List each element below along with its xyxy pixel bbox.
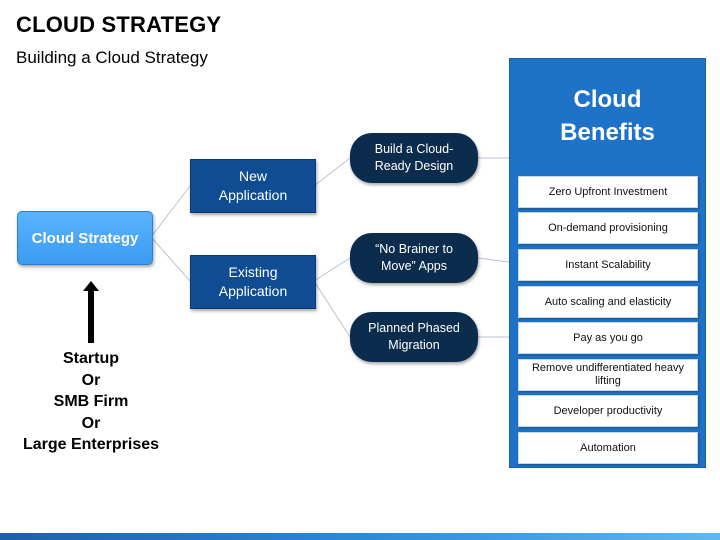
connector-existing-phased xyxy=(313,280,351,338)
page-subtitle: Building a Cloud Strategy xyxy=(16,48,208,67)
connector-new-build xyxy=(313,157,351,187)
existing-application-label: Existing Application xyxy=(218,264,288,299)
no-brainer-pill: “No Brainer to Move” Apps xyxy=(350,233,478,283)
cloud-strategy-box: Cloud Strategy xyxy=(17,211,153,265)
benefit-item: Instant Scalability xyxy=(518,249,698,281)
org-label: Startup xyxy=(63,350,119,367)
org-label: SMB Firm xyxy=(53,393,129,410)
benefit-item: Pay as you go xyxy=(518,322,698,354)
benefit-item: Remove undifferentiated heavy lifting xyxy=(518,359,698,391)
up-arrow-icon xyxy=(83,281,99,343)
org-connector: Or xyxy=(81,414,101,432)
benefit-item: Auto scaling and elasticity xyxy=(518,286,698,318)
existing-application-box: Existing Application xyxy=(190,255,316,309)
phased-migration-pill: Planned Phased Migration xyxy=(350,312,478,362)
org-connector: Or xyxy=(81,371,101,389)
benefit-item: Automation xyxy=(518,432,698,464)
page-title: CLOUD STRATEGY xyxy=(16,12,222,37)
cloud-benefits-panel: Cloud Benefits Zero Upfront Investment O… xyxy=(509,58,706,468)
panel-title: Cloud Benefits xyxy=(560,86,655,146)
org-label: Large Enterprises xyxy=(22,436,160,453)
build-cloud-ready-label: Build a Cloud- Ready Design xyxy=(374,142,454,173)
phased-migration-label: Planned Phased Migration xyxy=(368,321,460,352)
no-brainer-label: “No Brainer to Move” Apps xyxy=(375,242,453,273)
connector-existing-nobrainer xyxy=(313,257,351,282)
build-cloud-ready-pill: Build a Cloud- Ready Design xyxy=(350,133,478,183)
benefit-item: Zero Upfront Investment xyxy=(518,176,698,208)
benefit-item: Developer productivity xyxy=(518,395,698,427)
organization-types: Startup Or SMB Firm Or Large Enterprises xyxy=(10,348,172,456)
bottom-accent-bar xyxy=(0,533,720,540)
new-application-box: New Application xyxy=(190,159,316,213)
benefit-item: On-demand provisioning xyxy=(518,212,698,244)
connector-root-existing xyxy=(150,236,191,282)
new-application-label: New Application xyxy=(218,168,288,203)
connector-root-new xyxy=(150,185,191,238)
